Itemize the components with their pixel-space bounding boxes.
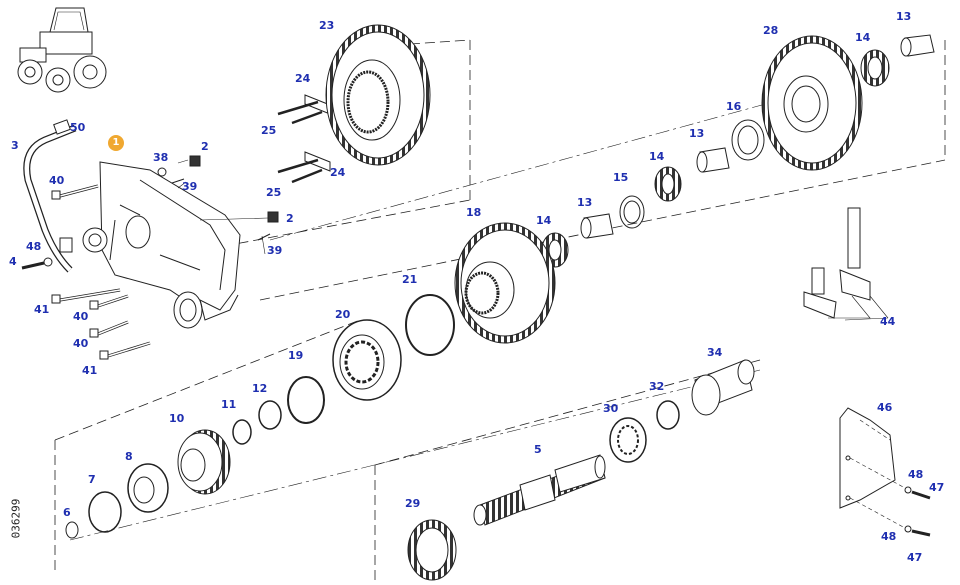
gear-18: [454, 222, 556, 344]
callout-12[interactable]: 12: [252, 382, 268, 395]
flange-sleeve: [691, 359, 755, 416]
callout-24[interactable]: 24: [295, 72, 311, 85]
callout-48[interactable]: 48: [908, 468, 924, 481]
callout-6[interactable]: 6: [63, 506, 71, 519]
callout-46[interactable]: 46: [877, 401, 893, 414]
shim: [88, 491, 122, 533]
callout-25[interactable]: 25: [261, 124, 277, 137]
callout-10[interactable]: 10: [169, 412, 185, 425]
callout-48[interactable]: 48: [26, 240, 42, 253]
callout-50[interactable]: 50: [70, 121, 86, 134]
callout-20[interactable]: 20: [335, 308, 351, 321]
callout-39[interactable]: 39: [182, 180, 198, 193]
output-shaft: [473, 454, 606, 526]
callout-21[interactable]: 21: [402, 273, 418, 286]
callout-16[interactable]: 16: [726, 100, 742, 113]
bolts-group: [21, 155, 279, 360]
leader-lines: [177, 159, 889, 321]
drawing-id-code: 036299: [9, 498, 23, 539]
callout-41[interactable]: 41: [82, 364, 98, 377]
ball-bearing: [332, 319, 402, 401]
callout-38[interactable]: 38: [153, 151, 169, 164]
callout-11[interactable]: 11: [221, 398, 237, 411]
plug: [65, 521, 79, 539]
callout-40[interactable]: 40: [73, 337, 89, 350]
gear-28: [761, 35, 863, 171]
callout-47[interactable]: 47: [907, 551, 923, 564]
bracket: [839, 407, 931, 537]
callout-14[interactable]: 14: [649, 150, 665, 163]
housing: [82, 161, 241, 329]
callout-13[interactable]: 13: [896, 10, 912, 23]
seal: [656, 400, 680, 430]
callout-48[interactable]: 48: [881, 530, 897, 543]
callout-8[interactable]: 8: [125, 450, 133, 463]
lube-tubes: [803, 207, 871, 319]
bushing: [580, 34, 935, 239]
nut: [407, 519, 457, 581]
callout-23[interactable]: 23: [319, 19, 335, 32]
callout-2[interactable]: 2: [201, 140, 209, 153]
callout-25[interactable]: 25: [266, 186, 282, 199]
callout-29[interactable]: 29: [405, 497, 421, 510]
gear-23: [325, 24, 431, 166]
callout-44[interactable]: 44: [880, 315, 896, 328]
callout-19[interactable]: 19: [288, 349, 304, 362]
callout-7[interactable]: 7: [88, 473, 96, 486]
callout-3[interactable]: 3: [11, 139, 19, 152]
circlip: [287, 376, 325, 424]
shim: [258, 400, 282, 430]
callout-41[interactable]: 41: [34, 303, 50, 316]
coupling-sleeve: [177, 429, 231, 495]
callout-15[interactable]: 15: [613, 171, 629, 184]
callout-2[interactable]: 2: [286, 212, 294, 225]
callout-40[interactable]: 40: [73, 310, 89, 323]
callout-4[interactable]: 4: [9, 255, 17, 268]
ball-bearing: [127, 463, 169, 513]
thrust-washer: [619, 119, 765, 229]
callout-32[interactable]: 32: [649, 380, 665, 393]
circlip: [405, 294, 455, 356]
callout-18[interactable]: 18: [466, 206, 482, 219]
callout-39[interactable]: 39: [267, 244, 283, 257]
tractor-icon: [17, 7, 107, 93]
callout-28[interactable]: 28: [763, 24, 779, 37]
callout-30[interactable]: 30: [603, 402, 619, 415]
taper-bearing: [609, 417, 647, 463]
callout-13[interactable]: 13: [577, 196, 593, 209]
pipe: [23, 119, 77, 273]
info-badge[interactable]: 1: [108, 135, 124, 151]
retainer-plates: [277, 94, 331, 184]
callout-13[interactable]: 13: [689, 127, 705, 140]
callout-47[interactable]: 47: [929, 481, 945, 494]
needle-bearing: [541, 49, 890, 268]
callout-5[interactable]: 5: [534, 443, 542, 456]
callout-40[interactable]: 40: [49, 174, 65, 187]
circlip: [232, 419, 252, 445]
callout-34[interactable]: 34: [707, 346, 723, 359]
callout-14[interactable]: 14: [536, 214, 552, 227]
callout-14[interactable]: 14: [855, 31, 871, 44]
callout-24[interactable]: 24: [330, 166, 346, 179]
